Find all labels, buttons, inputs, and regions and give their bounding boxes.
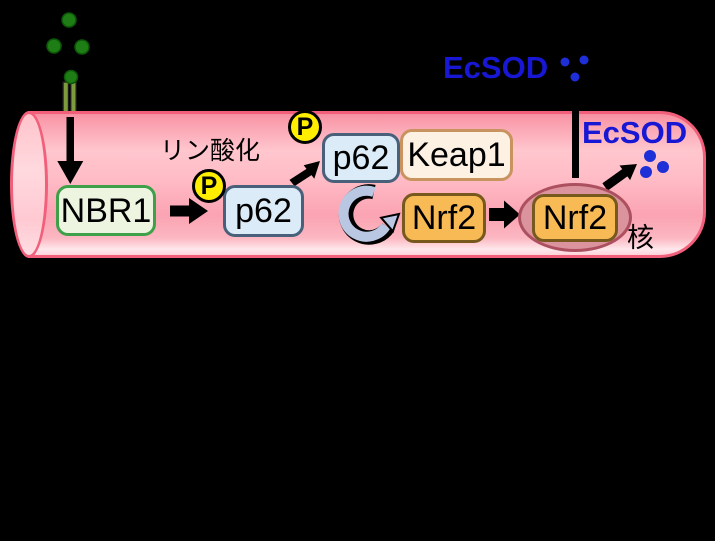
node-nbr1: NBR1	[56, 185, 156, 236]
ecsod-dot	[657, 161, 669, 173]
arrow-p62-to-phospho-p62	[289, 161, 320, 187]
stimulus-dot	[61, 12, 77, 28]
ecsod-dot	[579, 55, 589, 65]
ecsod-secretion-line	[572, 107, 579, 178]
ecsod-dots-inside	[640, 150, 669, 178]
node-p62-phosphorylated: p62	[322, 133, 400, 183]
label-phosphorylation: リン酸化	[160, 137, 261, 165]
node-keap1: Keap1	[400, 129, 513, 181]
ecsod-dots-outside	[560, 55, 589, 82]
stimulus-dots	[46, 12, 90, 85]
label-nucleus: 核	[627, 223, 654, 253]
phospho-badge-1: P	[192, 169, 226, 203]
ecsod-dot	[644, 150, 656, 162]
label-ecsod-secreted: EcSOD	[443, 50, 549, 85]
node-nrf2-cytosol: Nrf2	[402, 193, 486, 243]
ecsod-dot	[560, 57, 570, 67]
stimulus-dot	[74, 39, 90, 55]
stimulus-dot	[46, 38, 62, 54]
node-nrf2-nuclear: Nrf2	[532, 194, 618, 242]
curved-arrow-keap1-release	[338, 184, 401, 245]
arrow-stimulus-to-nbr1	[57, 117, 84, 184]
arrow-nrf2-to-nucleus	[489, 200, 520, 229]
ecsod-dot	[570, 72, 580, 82]
label-ecsod-intracellular: EcSOD	[582, 115, 688, 150]
cylinder-left-cap	[10, 111, 48, 258]
phospho-badge-2: P	[288, 110, 322, 144]
arrow-nrf2-to-ecsod	[602, 164, 637, 191]
ecsod-dot	[640, 166, 652, 178]
stimulus-dot	[63, 69, 79, 85]
node-p62-cytosol: p62	[223, 185, 304, 237]
arrow-nbr1-to-p62	[170, 198, 208, 224]
